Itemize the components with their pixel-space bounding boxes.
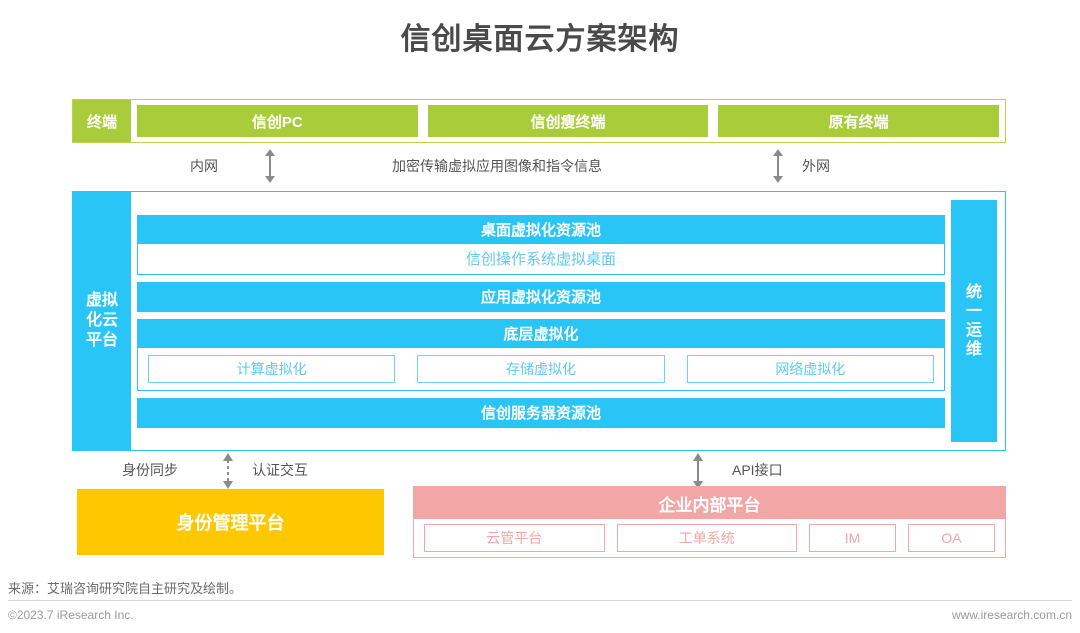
label-extranet: 外网: [802, 158, 830, 174]
terminal-items: 信创PC 信创瘦终端 原有终端: [131, 100, 1005, 142]
footer-divider: [8, 600, 1072, 601]
terminal-item-legacy-terminal[interactable]: 原有终端: [718, 105, 1000, 137]
terminal-layer-label: 终端: [73, 100, 131, 142]
double-arrow-vertical-icon: [692, 453, 704, 489]
base-virtualization-title: 底层虚拟化: [138, 319, 944, 348]
base-virtualization-group: 底层虚拟化 计算虚拟化 存储虚拟化 网络虚拟化: [137, 318, 945, 391]
copyright-text: ©2023.7 iResearch Inc.: [8, 608, 134, 622]
double-arrow-vertical-icon: [772, 149, 784, 183]
enterprise-platform-title: 企业内部平台: [414, 487, 1005, 519]
cloud-platform-body: 桌面虚拟化资源池 信创操作系统虚拟桌面 应用虚拟化资源池 底层虚拟化 计算虚拟化…: [131, 192, 951, 450]
base-virtualization-items: 计算虚拟化 存储虚拟化 网络虚拟化: [138, 347, 944, 390]
website-text: www.iresearch.com.cn: [951, 608, 1072, 622]
unified-operations-label-text: 统一运维: [965, 283, 982, 359]
cloud-platform-label-text: 虚拟化云平台: [85, 292, 118, 349]
label-identity-sync: 身份同步: [122, 462, 178, 478]
terminal-item-thin-client[interactable]: 信创瘦终端: [427, 105, 709, 137]
terminal-layer: 终端 信创PC 信创瘦终端 原有终端: [72, 99, 1006, 143]
enterprise-platform-items: 云管平台 工单系统 IM OA: [414, 519, 1005, 557]
cloud-platform-label: 虚拟化云平台: [73, 192, 131, 450]
enterprise-item-cloud-management[interactable]: 云管平台: [424, 524, 605, 552]
lower-connector-band: 身份同步 认证交互 API接口: [72, 451, 1006, 491]
label-intranet: 内网: [190, 158, 218, 174]
desktop-virtualization-pool: 桌面虚拟化资源池 信创操作系统虚拟桌面: [137, 214, 945, 275]
double-arrow-vertical-icon: [264, 149, 276, 183]
label-encrypted-transport: 加密传输虚拟应用图像和指令信息: [392, 158, 602, 174]
identity-management-platform[interactable]: 身份管理平台: [77, 489, 384, 555]
double-arrow-vertical-dashed-icon: [222, 453, 234, 489]
enterprise-item-ticket-system[interactable]: 工单系统: [616, 524, 797, 552]
virtualization-cloud-platform: 虚拟化云平台 桌面虚拟化资源池 信创操作系统虚拟桌面 应用虚拟化资源池 底层虚拟…: [72, 191, 1006, 451]
enterprise-item-oa[interactable]: OA: [908, 524, 995, 552]
unified-operations-label: 统一运维: [951, 200, 997, 442]
terminal-item-xinchuang-pc[interactable]: 信创PC: [137, 105, 418, 137]
base-item-compute[interactable]: 计算虚拟化: [148, 354, 396, 383]
enterprise-item-im[interactable]: IM: [809, 524, 896, 552]
source-note: 来源：艾瑞咨询研究院自主研究及绘制。: [8, 581, 243, 596]
label-api-interface: API接口: [732, 462, 783, 478]
desktop-pool-sub[interactable]: 信创操作系统虚拟桌面: [138, 243, 944, 274]
page-title: 信创桌面云方案架构: [400, 23, 680, 56]
application-virtualization-pool: 应用虚拟化资源池: [137, 281, 945, 312]
desktop-pool-title: 桌面虚拟化资源池: [138, 215, 944, 244]
base-item-storage[interactable]: 存储虚拟化: [417, 354, 665, 383]
label-auth-interaction: 认证交互: [252, 462, 308, 478]
upper-connector-band: 内网 加密传输虚拟应用图像和指令信息 外网: [72, 143, 1006, 191]
enterprise-internal-platform: 企业内部平台 云管平台 工单系统 IM OA: [413, 486, 1006, 558]
base-item-network[interactable]: 网络虚拟化: [686, 354, 934, 383]
server-resource-pool: 信创服务器资源池: [137, 397, 945, 428]
